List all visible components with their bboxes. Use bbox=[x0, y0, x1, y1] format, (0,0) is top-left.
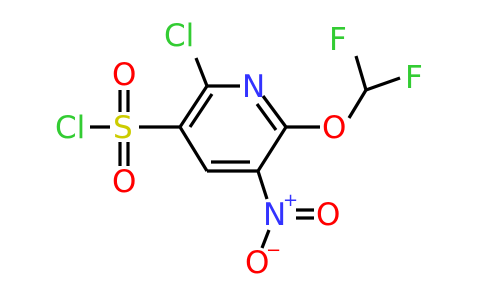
bond-nitro-o-single bbox=[260, 229, 271, 249]
atom-o-nitro-double: O bbox=[316, 197, 340, 233]
atom-o-nitro-single: O bbox=[245, 245, 269, 281]
bond-c4-c3 bbox=[178, 126, 209, 172]
bond-n1-c6-inner bbox=[255, 103, 278, 131]
ring-bonds bbox=[178, 84, 288, 173]
atom-n-nitro: N bbox=[263, 197, 286, 233]
bond-o-cf3 bbox=[347, 89, 368, 119]
atom-f-top: F bbox=[329, 22, 347, 58]
bond-c3-c2-inner bbox=[188, 93, 214, 128]
atom-o-sulfonyl-top: O bbox=[112, 57, 136, 93]
atom-cl-ring: Cl bbox=[164, 18, 194, 54]
atom-cl-sulfonyl: Cl bbox=[55, 110, 85, 146]
substituent-bonds bbox=[90, 55, 401, 249]
bond-c2-cl bbox=[194, 57, 209, 87]
atom-labels: Cl N O F F Cl S O O N + O O − bbox=[55, 18, 423, 281]
atom-s-sulfonyl: S bbox=[113, 110, 133, 146]
bond-c3-c2 bbox=[178, 85, 209, 128]
charge-n-nitro: + bbox=[283, 190, 298, 211]
bond-c5-nitro bbox=[256, 170, 269, 200]
bond-n1-c6 bbox=[261, 95, 288, 128]
atom-f-right: F bbox=[405, 60, 423, 96]
charge-o-nitro: − bbox=[266, 240, 281, 261]
atom-n-ring: N bbox=[242, 69, 265, 105]
atom-o-ether: O bbox=[322, 110, 346, 146]
bond-cf3-f-top bbox=[354, 55, 368, 91]
bond-cf3-f-right bbox=[365, 76, 401, 92]
atom-o-sulfonyl-bottom: O bbox=[112, 164, 136, 200]
bond-c6-c5 bbox=[256, 126, 288, 172]
